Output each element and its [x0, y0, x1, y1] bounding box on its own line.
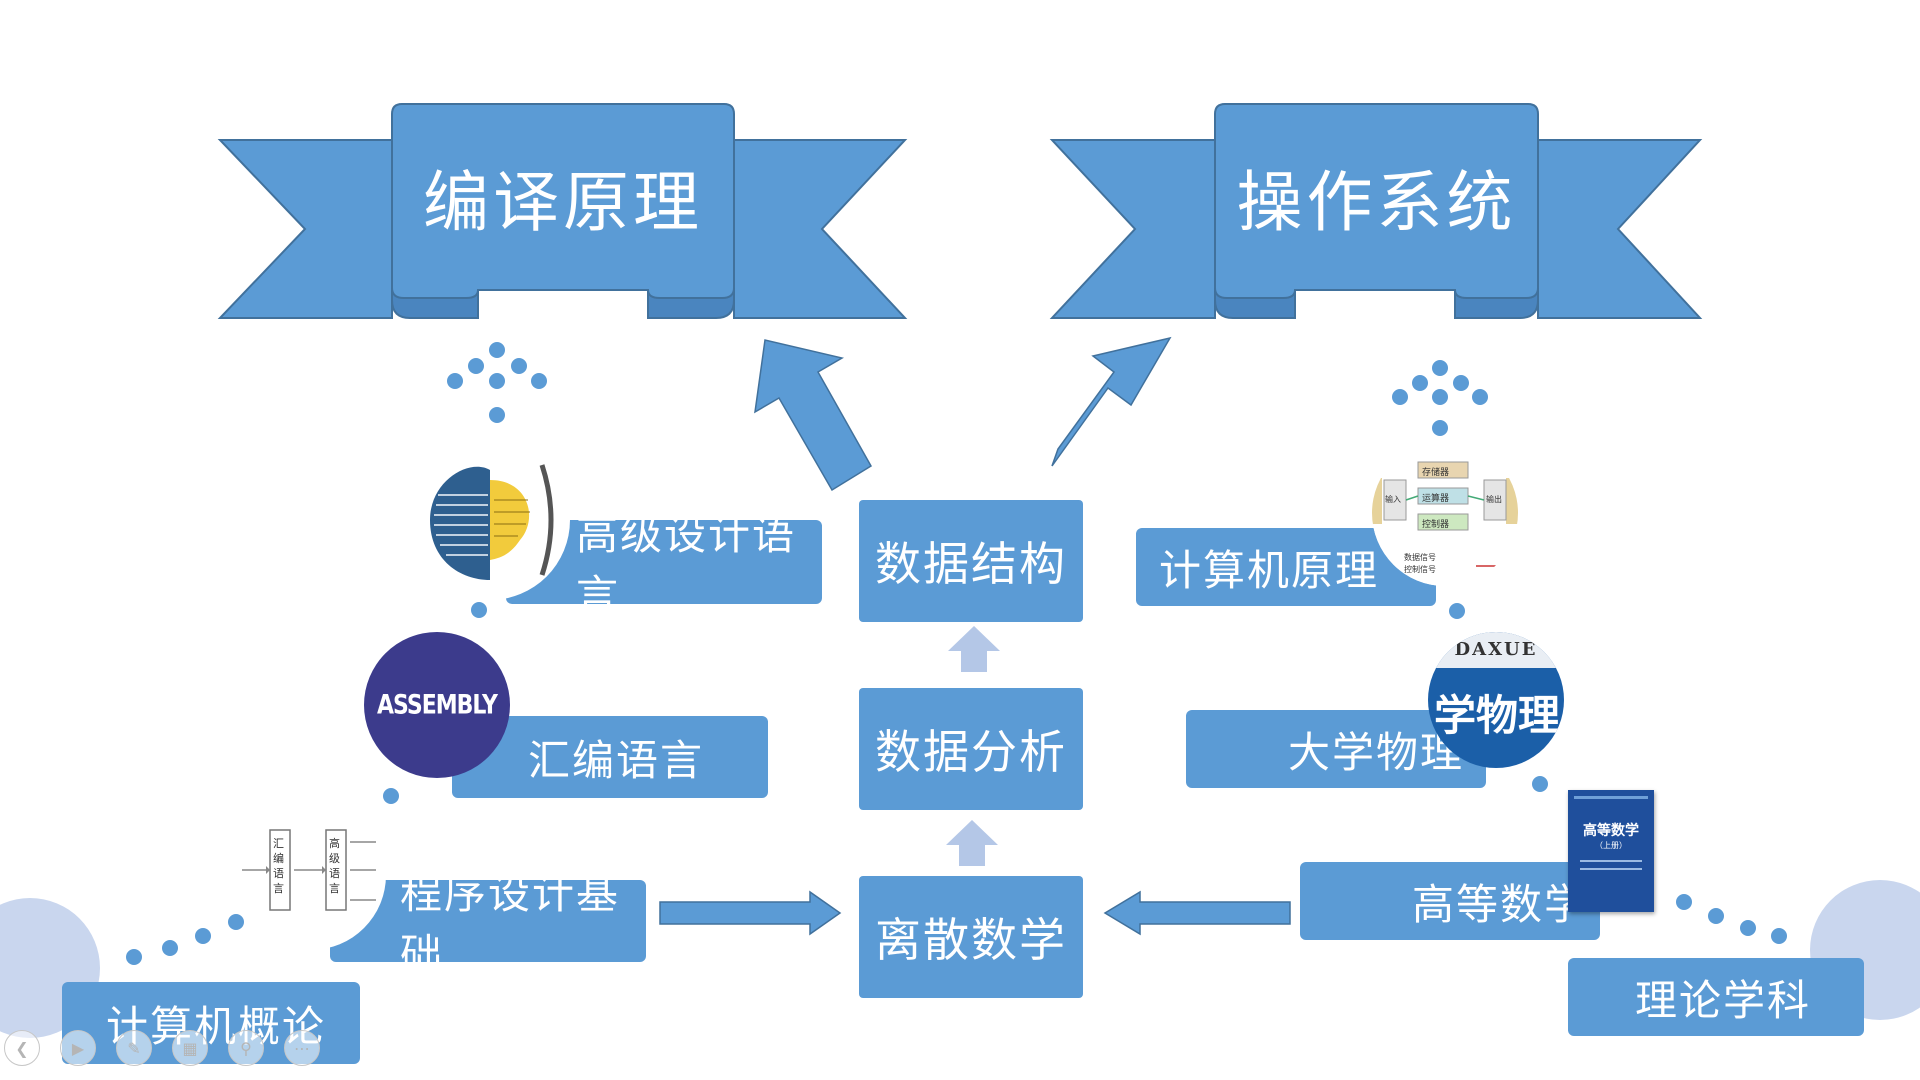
pen-button[interactable]: ✎ [116, 1030, 152, 1066]
more-icon: ⋯ [294, 1038, 310, 1058]
node-assembly-language: 汇编语言 [452, 716, 768, 798]
cpu-alu-label: 运算器 [1422, 494, 1450, 504]
dots-right-path [1432, 420, 1787, 944]
flow-diagram-image: 汇编语言 高级语言 [236, 800, 386, 950]
computer-architecture-image: 存储器 运算器 控制器 输入 输出 数据信号 控制信号 [1372, 440, 1518, 586]
play-button[interactable]: ▶ [60, 1030, 96, 1066]
ribbon-title-os: 操作系统 [1236, 164, 1517, 241]
math-book-image: 高等数学 （上册） [1568, 790, 1654, 912]
play-icon: ▶ [71, 1038, 85, 1058]
physics-book-title: 学物理 [1434, 691, 1561, 740]
ribbon-right-main [1214, 103, 1539, 299]
ribbon-left-tail-left [217, 139, 393, 319]
flow-right-box-label: 高级语言 [329, 837, 340, 895]
prev-slide-button[interactable]: ❮ [4, 1030, 40, 1066]
assembly-logo-text: ASSEMBLY [377, 690, 498, 720]
physics-book-header: DAXUE [1428, 632, 1564, 668]
node-data-structure: 数据结构 [859, 500, 1083, 622]
node-advanced-math: 高等数学 [1300, 862, 1600, 940]
cpu-storage-label: 存储器 [1422, 468, 1450, 478]
cpu-control-signal-label: 控制信号 [1404, 565, 1436, 574]
pen-icon: ✎ [127, 1038, 141, 1058]
ribbon-left-tail-right [733, 139, 908, 319]
dots-left-path [126, 407, 505, 965]
zoom-icon: ⚲ [240, 1038, 252, 1058]
chevron-left-icon: ❮ [15, 1038, 29, 1058]
ribbon-right [1049, 103, 1703, 319]
node-discrete-math: 离散数学 [859, 876, 1083, 998]
arrow-up-small-upper [948, 626, 1000, 672]
flow-left-box-label: 汇编语言 [273, 837, 284, 895]
dots-cluster-right [1392, 360, 1488, 405]
arrow-left-to-discrete [1103, 890, 1291, 936]
ribbon-title-compiler: 编译原理 [423, 164, 703, 241]
cpu-input-label: 输入 [1385, 495, 1401, 504]
node-theory-subjects: 理论学科 [1568, 958, 1864, 1036]
ribbon-left-main [391, 103, 735, 299]
physics-book-image: DAXUE 学物理 [1428, 632, 1564, 768]
presentation-toolbar: ❮ ▶ ✎ ▦ ⚲ ⋯ [4, 1030, 320, 1066]
more-options-button[interactable]: ⋯ [284, 1030, 320, 1066]
grid-icon: ▦ [182, 1038, 198, 1058]
python-image [410, 440, 570, 600]
slides-grid-button[interactable]: ▦ [172, 1030, 208, 1066]
ribbon-left [217, 103, 908, 319]
arrow-right-to-discrete [659, 890, 842, 936]
arrow-up-small-lower [946, 820, 998, 866]
dots-cluster-left [447, 342, 547, 389]
cpu-data-signal-label: 数据信号 [1404, 553, 1436, 562]
ribbon-right-tail-left [1049, 139, 1216, 319]
arrow-to-compiler [754, 339, 873, 492]
assembly-logo: ASSEMBLY [364, 632, 510, 778]
ribbon-right-tail-right [1537, 139, 1703, 319]
math-book-subtitle: （上册） [1595, 841, 1627, 850]
arrow-to-os [1051, 336, 1172, 467]
math-book-title: 高等数学 [1583, 823, 1639, 839]
zoom-button[interactable]: ⚲ [228, 1030, 264, 1066]
cpu-output-label: 输出 [1486, 495, 1502, 504]
cpu-control-label: 控制器 [1422, 520, 1450, 530]
node-data-analysis: 数据分析 [859, 688, 1083, 810]
